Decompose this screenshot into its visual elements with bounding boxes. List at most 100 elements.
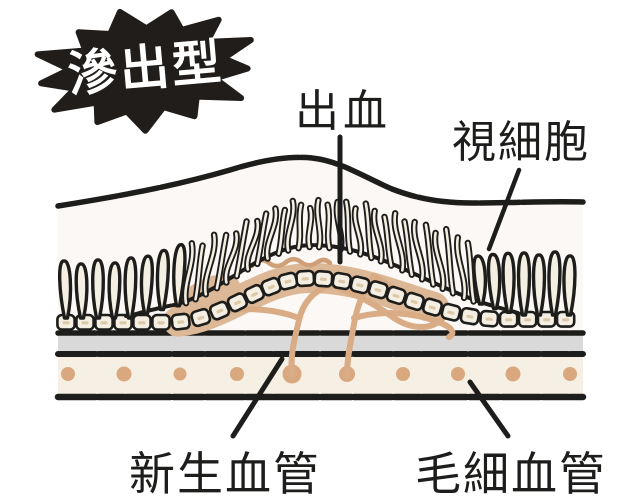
photoreceptor-bulb bbox=[516, 251, 532, 317]
photoreceptor-strand-core bbox=[316, 198, 322, 249]
rpe-cell bbox=[295, 269, 316, 288]
rpe-cell-mark bbox=[216, 308, 224, 314]
rpe-cell-mark bbox=[62, 321, 70, 325]
rpe-cell bbox=[226, 292, 249, 313]
rpe-cell-mark bbox=[392, 293, 400, 299]
photoreceptor-bulb bbox=[562, 254, 577, 317]
rpe-cell-mark bbox=[157, 321, 165, 325]
rpe-cell bbox=[385, 285, 407, 306]
photoreceptor-bulb bbox=[472, 254, 488, 306]
photoreceptor-bulb bbox=[57, 259, 73, 320]
rpe-cell-mark bbox=[428, 305, 436, 310]
rpe-cell-mark bbox=[505, 318, 513, 322]
rpe-cell-mark bbox=[562, 318, 570, 322]
label-capillaries: 毛細血管 bbox=[415, 448, 607, 500]
photoreceptor-bulb bbox=[172, 243, 187, 308]
photoreceptor-bulb bbox=[139, 254, 155, 315]
photoreceptor-bulb bbox=[547, 250, 562, 317]
rpe-cell-mark bbox=[447, 310, 455, 315]
photoreceptor-bulb bbox=[486, 252, 502, 311]
rpe-cell-mark bbox=[485, 317, 493, 321]
photoreceptor-strand-core bbox=[256, 212, 268, 266]
photoreceptor-strand-core bbox=[383, 215, 393, 267]
photoreceptor-bulb bbox=[91, 258, 105, 320]
capillary-dot bbox=[396, 367, 410, 381]
photoreceptor-strand-core bbox=[286, 199, 295, 252]
photoreceptor-strand-core bbox=[455, 236, 467, 300]
rpe-cell-mark bbox=[100, 321, 108, 325]
hemorrhage-scallop-accent bbox=[249, 257, 333, 269]
membrane-layers bbox=[54, 330, 587, 401]
label-neovascular: 新生血管 bbox=[129, 448, 321, 500]
photoreceptor-layer bbox=[57, 196, 577, 320]
rpe-cell bbox=[313, 269, 334, 288]
rpe-cell bbox=[208, 300, 231, 321]
label-pointer-lines bbox=[230, 134, 522, 439]
rpe-cell bbox=[403, 291, 425, 312]
rpe-cell-mark bbox=[374, 288, 382, 293]
photoreceptor-strand-core bbox=[466, 241, 475, 303]
photoreceptor-strand-core bbox=[184, 242, 194, 305]
pointer-neovascular bbox=[230, 356, 285, 439]
photoreceptor-strand-core bbox=[246, 219, 260, 271]
rpe-cell-mark bbox=[138, 321, 146, 325]
rpe-cell-mark bbox=[319, 277, 327, 282]
rpe-cell-mark bbox=[177, 320, 185, 324]
photoreceptor-bulb bbox=[531, 253, 547, 317]
capillary-dot bbox=[173, 367, 187, 381]
rpe-cell-mark bbox=[301, 277, 309, 281]
rpe-cell bbox=[277, 271, 299, 291]
rpe-cell bbox=[132, 313, 152, 331]
rpe-cell bbox=[331, 271, 353, 291]
rpe-cell-mark bbox=[267, 284, 275, 290]
rpe-cell bbox=[440, 302, 462, 322]
label-photoreceptors: 視細胞 bbox=[452, 118, 590, 167]
photoreceptor-strand-core bbox=[412, 220, 424, 281]
photoreceptor-strand-core bbox=[403, 220, 414, 276]
rpe-cell bbox=[151, 313, 171, 331]
rpe-cell-mark bbox=[338, 279, 346, 284]
photoreceptor-bulb bbox=[155, 248, 171, 312]
photoreceptor-strand-core bbox=[203, 233, 216, 296]
pointer-capillaries bbox=[467, 379, 511, 439]
rpe-cell bbox=[421, 297, 443, 317]
rpe-cell bbox=[349, 275, 371, 295]
choroid-band bbox=[58, 356, 583, 395]
photoreceptor-strand-core bbox=[444, 227, 455, 295]
photoreceptor-bulb bbox=[123, 256, 138, 320]
photoreceptor-strand-core bbox=[215, 233, 228, 290]
capillary-dot bbox=[563, 367, 577, 381]
rpe-cell bbox=[498, 310, 519, 328]
rpe-cell bbox=[190, 307, 212, 328]
photoreceptor-strand-core bbox=[344, 200, 352, 253]
badge-starburst bbox=[34, 8, 254, 134]
photoreceptor-bulb bbox=[74, 262, 89, 320]
new-vessel-branch bbox=[327, 282, 446, 330]
rpe-cell-mark bbox=[251, 291, 258, 297]
photoreceptor-strand-core bbox=[353, 207, 363, 256]
rpe-cell bbox=[479, 309, 500, 328]
rpe-cell-mark bbox=[197, 315, 205, 321]
starburst-shape bbox=[34, 8, 254, 134]
photoreceptor-strand-core bbox=[364, 202, 373, 260]
rpe-cell-mark bbox=[543, 318, 551, 322]
rpe-cell-mark bbox=[119, 321, 127, 325]
label-bleeding: 出血 bbox=[295, 87, 391, 136]
photoreceptor-strand-core bbox=[424, 223, 435, 286]
rpe-cell bbox=[170, 312, 191, 331]
rpe-cell-mark bbox=[81, 321, 89, 325]
capillary-dot bbox=[230, 367, 244, 381]
photoreceptor-strand-core bbox=[433, 231, 445, 291]
photoreceptor-strand-core bbox=[277, 208, 287, 255]
photoreceptor-strand-core bbox=[307, 206, 313, 249]
photoreceptor-strand-core bbox=[297, 203, 303, 250]
rpe-cell-mark bbox=[524, 318, 532, 322]
pointer-photoreceptors bbox=[486, 167, 522, 252]
rpe-cell bbox=[367, 280, 389, 300]
capillary-dot bbox=[61, 367, 75, 381]
photoreceptor-strand-core bbox=[265, 207, 278, 260]
rpe-cell-mark bbox=[284, 279, 292, 284]
photoreceptor-strand-core bbox=[235, 220, 248, 278]
